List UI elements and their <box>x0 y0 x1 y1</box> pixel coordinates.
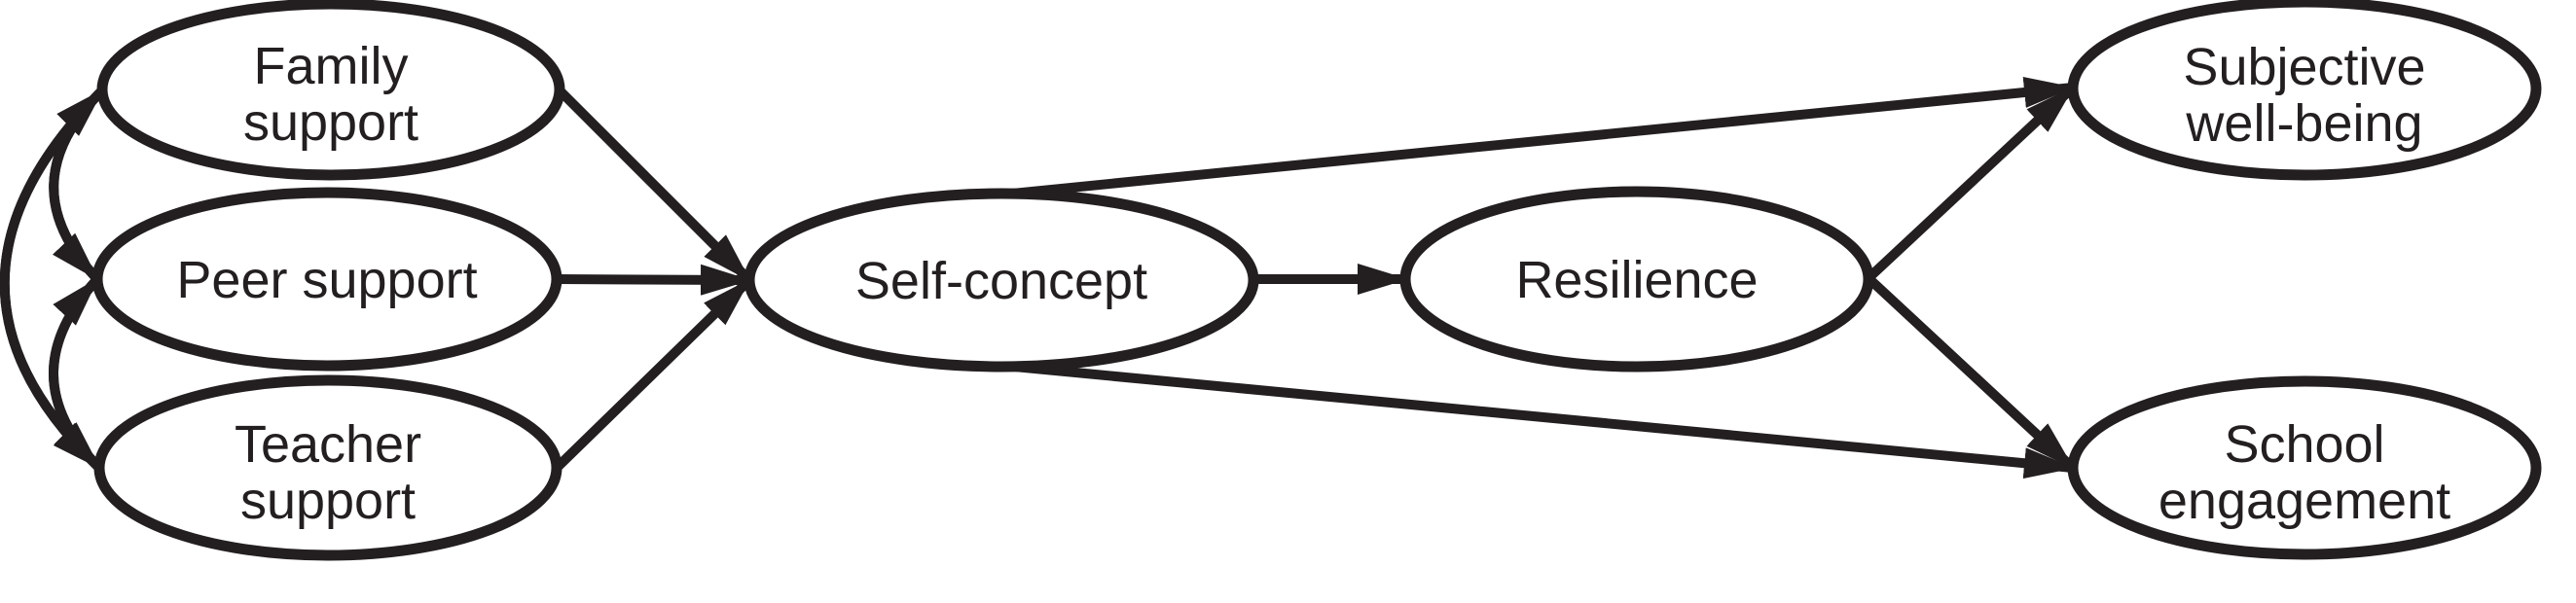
subjective-well-being-label-line1: Subjective <box>2183 38 2425 96</box>
edge-self-concept-to-subjective-well-being <box>972 77 2075 202</box>
teacher-support-ellipse <box>93 374 562 561</box>
edge-resilience-to-school-engagement <box>1865 274 2077 472</box>
peer-support-ellipse <box>91 187 562 372</box>
resilience-label: Resilience <box>1515 251 1758 309</box>
resilience-ellipse <box>1399 186 1874 372</box>
peer-support-label: Peer support <box>176 251 477 309</box>
teacher-support-label-line2: support <box>240 472 416 530</box>
edge-resilience-to-subjective-well-being <box>1865 84 2077 282</box>
school-engagement-ellipse <box>2067 375 2542 560</box>
school-engagement-label-line2: engagement <box>2159 472 2450 530</box>
node-teacher-support: Teacher support <box>93 374 562 561</box>
node-family-support: Family support <box>96 0 565 181</box>
covariance-arc-family-teacher-reverse <box>0 87 106 472</box>
self-concept-label: Self-concept <box>855 252 1147 310</box>
self-concept-ellipse <box>744 188 1259 372</box>
node-school-engagement: School engagement <box>2067 375 2542 560</box>
edge-peer-support-to-self-concept <box>556 264 751 296</box>
family-support-label-line1: Family <box>254 37 409 95</box>
subjective-well-being-label-line2: well-being <box>2185 94 2422 153</box>
subjective-well-being-ellipse <box>2067 0 2542 181</box>
node-resilience: Resilience <box>1399 186 1874 372</box>
edge-self-concept-to-school-engagement <box>972 358 2075 479</box>
node-self-concept: Self-concept <box>744 188 1259 372</box>
school-engagement-label-line1: School <box>2224 415 2384 474</box>
family-support-label-line2: support <box>243 93 418 152</box>
node-peer-support: Peer support <box>91 187 562 372</box>
family-support-ellipse <box>96 0 565 181</box>
edge-family-support-to-self-concept <box>556 87 753 284</box>
teacher-support-label-line1: Teacher <box>235 415 421 474</box>
node-subjective-well-being: Subjective well-being <box>2067 0 2542 181</box>
edge-teacher-support-to-self-concept <box>553 276 753 472</box>
